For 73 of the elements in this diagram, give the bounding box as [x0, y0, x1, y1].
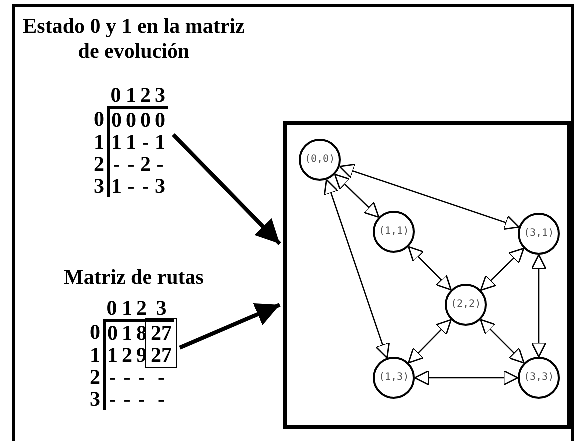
state-label: (1,1)	[379, 226, 410, 238]
state-label: (2,2)	[451, 299, 482, 311]
index-number: 0	[104, 297, 120, 320]
matrix-cell-text: 1	[154, 131, 166, 153]
matrix-cell-text: -	[122, 366, 132, 388]
arrow	[408, 319, 452, 364]
index-number: 3	[88, 388, 104, 410]
index-number: 1	[92, 131, 108, 153]
matrix-cell-text: -	[126, 175, 136, 197]
matrix-cell: 1	[108, 131, 124, 153]
matrix-cell: 1	[120, 320, 134, 344]
matrix-cell-text: -	[122, 388, 132, 410]
state-circle	[373, 357, 415, 399]
matrix-cell-text: 3	[154, 175, 166, 197]
matrix-cell-text: 1	[125, 131, 138, 153]
matrix-cell-text: -	[157, 388, 166, 410]
matrix-cell: 0	[138, 108, 153, 131]
index-number: 3	[153, 84, 168, 108]
matrix-cell: 0	[124, 108, 138, 131]
table-heading: Estado 0 y 1 en la matriz de evolución	[22, 14, 246, 64]
arrow	[339, 164, 520, 230]
matrix-cell-text: 2	[140, 153, 152, 175]
state-circle	[299, 139, 341, 181]
matrix-cell-text: -	[156, 153, 165, 175]
state-label: (0,0)	[305, 154, 336, 166]
matrix-cell: -	[104, 366, 120, 388]
arrow	[172, 133, 282, 246]
index-number: 0	[108, 84, 124, 108]
arrow	[408, 246, 452, 291]
index-number: 1	[88, 344, 104, 366]
arrow	[480, 319, 525, 364]
index-number: 2	[92, 153, 108, 175]
matrix-cell: 0	[108, 108, 124, 131]
index-number: 1	[124, 84, 138, 108]
arrow	[480, 248, 525, 292]
matrix-cell: 8	[134, 320, 149, 344]
index-number: 0	[88, 320, 104, 344]
matrix-cell: 1	[104, 344, 120, 366]
state-label: (1,3)	[379, 372, 410, 384]
matrix-cell: 1	[108, 175, 124, 197]
matrix-cell: -	[104, 388, 120, 410]
matrix-cell-text: -	[126, 153, 136, 175]
state-circle	[518, 213, 560, 255]
arrow	[324, 179, 390, 359]
index-number: 2	[134, 297, 149, 320]
arrow	[179, 303, 281, 350]
state-circle	[445, 284, 487, 326]
state-circle	[518, 357, 560, 399]
index-number: 3	[92, 175, 108, 197]
matrix-cell: 0	[104, 320, 120, 344]
table-heading: Matriz de rutas	[63, 265, 205, 290]
state-label: (3,1)	[524, 228, 554, 240]
index-number: 2	[138, 84, 153, 108]
matrix-cell-text: -	[137, 366, 146, 388]
index-number: 2	[88, 366, 104, 388]
graph-frame	[283, 121, 571, 429]
matrix-cell-text: -	[137, 388, 146, 410]
arrow	[414, 370, 519, 386]
state-label: (3,3)	[524, 372, 554, 384]
index-number: 0	[92, 108, 108, 131]
matrix-cell-text: -	[157, 366, 166, 388]
matrix-cell-text: 27	[150, 344, 173, 366]
index-number: 3	[149, 297, 174, 320]
matrix-cell-text: -	[141, 175, 150, 197]
arrow	[531, 254, 547, 358]
arrow	[334, 174, 380, 218]
matrix-cell: -	[108, 153, 124, 175]
index-number: 1	[120, 297, 134, 320]
matrix-cell-text: 2	[121, 344, 134, 366]
state-circle	[373, 211, 415, 253]
matrix-cell: 27	[149, 320, 174, 344]
matrix-cell-text: -	[141, 131, 150, 153]
matrix-cell: 0	[153, 108, 168, 131]
